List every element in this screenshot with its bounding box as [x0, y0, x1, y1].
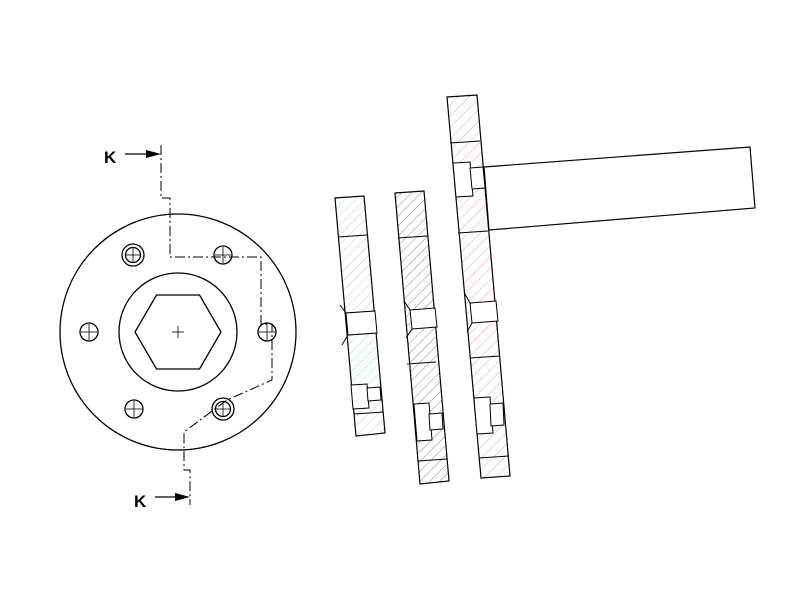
hub-circle [118, 272, 238, 392]
shaft [483, 146, 756, 231]
part-2-section [394, 190, 450, 485]
bolt-hole [257, 322, 277, 342]
section-cut-line [160, 145, 273, 505]
section-arrow-top [125, 150, 161, 158]
bore-recess [409, 307, 438, 330]
hex-bore [134, 294, 222, 370]
section-arrow-bottom [155, 493, 190, 501]
bolt-hole [124, 399, 144, 419]
center-mark [172, 326, 184, 338]
bolt-hole [79, 322, 99, 342]
bolt-recess [350, 383, 370, 410]
bore-recess [345, 310, 378, 336]
bolt-recess [473, 396, 494, 435]
bolt-hole [213, 245, 233, 265]
section-label-bottom: K [134, 492, 147, 511]
counterbored-hole [121, 243, 145, 267]
part-3-section [446, 94, 756, 479]
front-view [59, 145, 297, 505]
bore-recess [469, 300, 499, 324]
section-label-top: K [104, 148, 117, 167]
flange-outer-circle [59, 213, 297, 451]
bolt-recess [413, 402, 433, 442]
part-1-section [334, 195, 386, 437]
shaft-socket [452, 161, 474, 198]
